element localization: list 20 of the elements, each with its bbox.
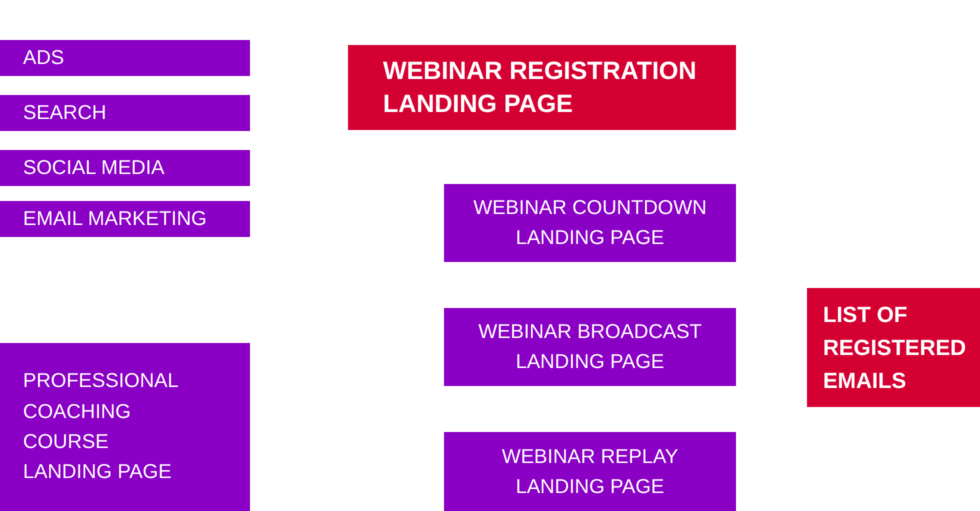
box-label: WEBINAR BROADCAST LANDING PAGE	[477, 320, 703, 375]
box-label: WEBINAR REGISTRATION LANDING PAGE	[383, 56, 698, 120]
box-label: WEBINAR COUNTDOWN LANDING PAGE	[472, 196, 708, 251]
box-label: ADS	[23, 46, 66, 71]
landing-page-box	[444, 184, 736, 262]
traffic-source-box	[0, 95, 250, 131]
box-label: SEARCH	[23, 101, 108, 126]
traffic-source-box	[0, 40, 250, 76]
box-label: LIST OF REGISTERED EMAILS	[823, 301, 968, 395]
landing-page-box	[444, 308, 736, 386]
traffic-source-box	[0, 201, 250, 237]
registration-page-box	[348, 45, 736, 130]
email-list-box	[807, 288, 980, 407]
box-label: PROFESSIONAL COACHING COURSE LANDING PAGE	[23, 369, 179, 486]
box-label: WEBINAR REPLAY LANDING PAGE	[500, 444, 680, 500]
box-label: SOCIAL MEDIA	[23, 156, 166, 181]
course-page-box	[0, 343, 250, 511]
box-label: EMAIL MARKETING	[23, 207, 208, 232]
landing-page-box	[444, 432, 736, 511]
traffic-source-box	[0, 150, 250, 186]
